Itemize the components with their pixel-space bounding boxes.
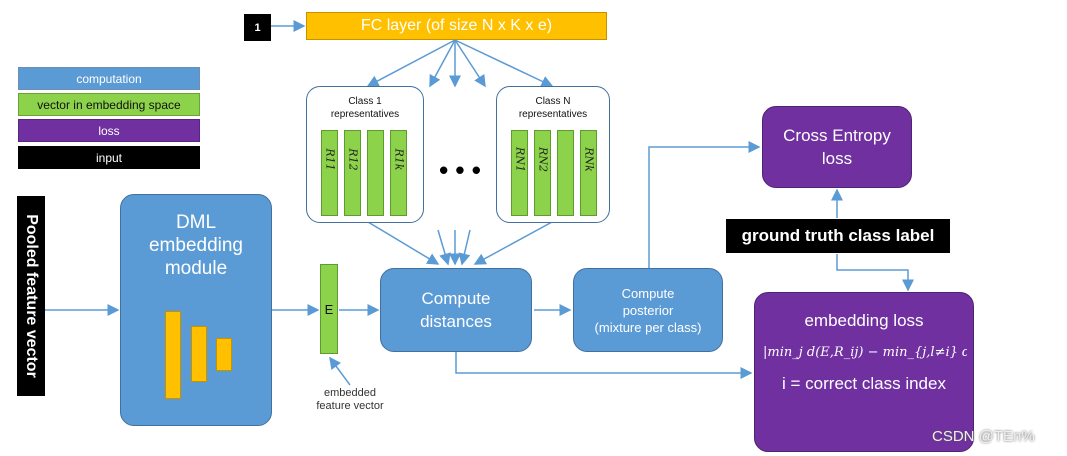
compute-distances-line1: Compute [421, 289, 491, 308]
fc-input-badge: 1 [244, 14, 271, 41]
ellipsis: • • • [439, 154, 481, 185]
class1-vector-4: R1k [390, 130, 407, 216]
class1-vector-3 [367, 130, 384, 216]
classN-vector-1: RN1 [511, 130, 528, 216]
classN-vector-2: RN2 [534, 130, 551, 216]
class1-title-line2: representatives [330, 109, 400, 120]
embedding-loss-title: embedding loss [804, 311, 924, 330]
classN-vector-4: RNk [580, 130, 597, 216]
legend-embedding: vector in embedding space [18, 93, 200, 116]
dml-label-line1: DML [175, 212, 217, 233]
compute-posterior-line2: posterior [622, 302, 674, 318]
embedding-loss-formula: |min_j d(E,R_ij) − min_{j,l≠i} d(E,R_lj)… [763, 345, 967, 360]
layer-bar-1 [165, 311, 181, 399]
classN-vector-3 [557, 130, 574, 216]
class1-vector-2: R12 [344, 130, 361, 216]
dml-embedding-module: DML embedding module [120, 194, 272, 426]
embedding-loss-index-note: i = correct class index [782, 374, 946, 393]
ground-truth-label: ground truth class label [726, 219, 950, 253]
class1-representatives: Class 1 representatives R11 R12 R1k [306, 86, 424, 223]
classN-representatives: Class N representatives RN1 RN2 RNk [496, 86, 610, 223]
cross-entropy-line1: Cross Entropy [783, 126, 891, 145]
embedded-vector-symbol: E [324, 301, 334, 317]
caption-line1: embedded [324, 387, 376, 399]
watermark: CSDN @TEn% [932, 428, 1035, 445]
fc-layer: FC layer (of size N x K x e) [306, 12, 607, 40]
embedding-loss: embedding loss |min_j d(E,R_ij) − min_{j… [754, 292, 974, 452]
class1-title-line1: Class 1 [348, 96, 382, 107]
layer-bar-2 [191, 326, 207, 382]
layer-bar-3 [216, 338, 232, 371]
legend-loss: loss [18, 119, 200, 142]
dml-label-line3: module [164, 258, 228, 279]
compute-posterior: Compute posterior (mixture per class) [573, 268, 723, 352]
compute-distances-line2: distances [420, 312, 492, 331]
caption-line2: feature vector [316, 400, 384, 412]
classN-title-line1: Class N [535, 96, 571, 107]
classN-title-line2: representatives [518, 109, 588, 120]
dml-label-line2: embedding [148, 235, 244, 256]
class1-vector-1: R11 [321, 130, 338, 216]
compute-posterior-line1: Compute [621, 285, 675, 301]
compute-distances: Compute distances [380, 268, 532, 352]
cross-entropy-line2: loss [821, 149, 853, 168]
compute-posterior-line3: (mixture per class) [594, 319, 702, 335]
embedded-vector-e: E [320, 264, 338, 354]
cross-entropy-loss: Cross Entropy loss [762, 106, 912, 188]
pooled-feature-vector-input: Pooled feature vector [17, 196, 45, 396]
embedded-vector-caption: embedded feature vector [300, 387, 400, 413]
pooled-feature-vector-label: Pooled feature vector [23, 214, 40, 378]
legend-computation: computation [18, 67, 200, 90]
legend-input: input [18, 146, 200, 169]
